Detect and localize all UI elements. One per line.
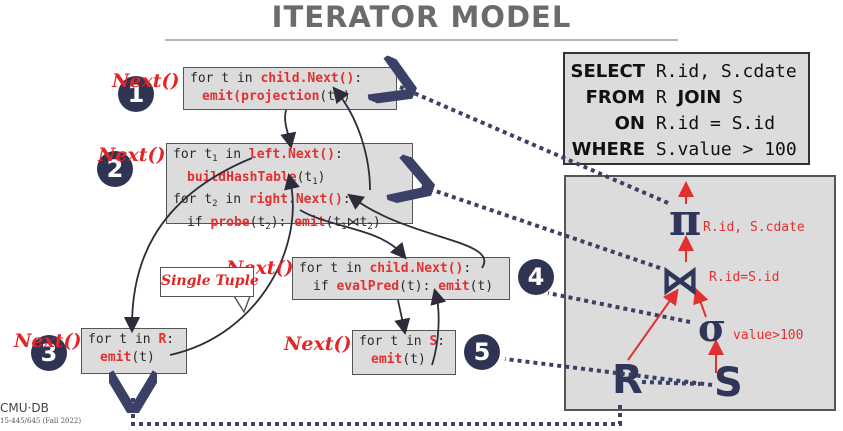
next-label-5: Next() [284,333,352,355]
sql-where-row: WHERE S.value > 100 [571,139,797,160]
callout-tail [233,295,251,314]
projection-label: R.id, S.cdate [703,220,805,235]
dotted-r-to-s [641,380,701,386]
step-badge-2: 2 [97,151,133,187]
plan-arrows [627,181,724,373]
op2-line4: if probe(t2): emit(t1⋈t2) [187,214,381,232]
flow-op4-to-op5 [394,299,411,336]
op1-line1: for t in child.Next(): [190,71,363,86]
step-badge-1: 1 [118,76,154,112]
op3-line2: emit(t) [100,350,155,365]
dotted-join-to-op2 [418,185,661,270]
operator-3-box: for t in R: emit(t) [81,328,187,374]
page-title: ITERATOR MODEL [271,0,572,34]
sql-query-box: SELECT R.id, S.cdate FROM R JOIN S ON R.… [563,52,810,165]
selection-label: value>100 [733,328,804,343]
step-badge-3: 3 [31,335,67,371]
operator-5-box: for t in S: emit(t) [352,330,456,375]
sql-select-row: SELECT R.id, S.cdate [570,61,797,82]
dotted-s-to-op5 [504,357,713,387]
next-label-1: Next() [112,70,180,92]
op4-line1: for t in child.Next(): [299,261,472,276]
cmu-db-logo: CMU·DB [0,401,49,415]
query-plan-tree: π R.id, S.cdate ⋈ R.id=S.id σ value>100 … [564,175,836,411]
flow-op3-return-to-op2 [169,172,300,356]
step-badge-5: 5 [464,334,500,370]
op2-line1: for t1 in left.Next(): [173,147,343,164]
title-divider [165,39,678,41]
next-label-2: Next() [98,144,166,166]
dotted-projection-to-op1 [400,87,669,205]
step-badge-4: 4 [518,259,554,295]
projection-symbol: π [669,195,702,246]
sql-from-row: FROM R JOIN S [585,87,743,108]
join-symbol: ⋈ [661,257,699,302]
join-label: R.id=S.id [709,270,780,285]
flow-op1-to-op2 [280,109,297,150]
course-label: 15-445/645 (Fall 2022) [0,417,82,425]
flow-op2-right-to-op4 [299,209,407,260]
selection-symbol: σ [698,305,727,350]
sql-on-row: ON R.id = S.id [614,113,776,134]
op5-line2: emit(t) [371,352,426,367]
dotted-r-to-op3 [133,397,622,426]
op2-line2: buildHashTable(t1) [187,169,326,187]
op3-line1: for t in R: [88,332,175,347]
flow-op5-return-to-op4 [430,288,447,366]
operator-2-box: for t1 in left.Next(): buildHashTable(t1… [166,143,413,232]
op5-line1: for t in S: [359,334,446,349]
next-label-3: Next() [14,330,82,352]
arrow-selection-to-join [693,287,709,318]
arrow-r-to-join [627,288,679,361]
dotted-selection-to-op4 [547,291,691,324]
operator-1-box: for t in child.Next(): emit(projection(t… [183,67,397,110]
table-r-label: R [612,357,643,403]
operator-4-box: for t in child.Next(): if evalPred(t): e… [292,257,510,300]
flow-op2-return-to-op1 [332,86,371,191]
op2-line3: for t2 in right.Next(): [173,192,351,209]
table-s-label: S [714,360,743,406]
flow-op4-return-to-op2 [347,193,486,269]
flow-op2-left-to-op3 [123,157,253,334]
single-tuple-callout: Single Tuple [160,267,259,297]
